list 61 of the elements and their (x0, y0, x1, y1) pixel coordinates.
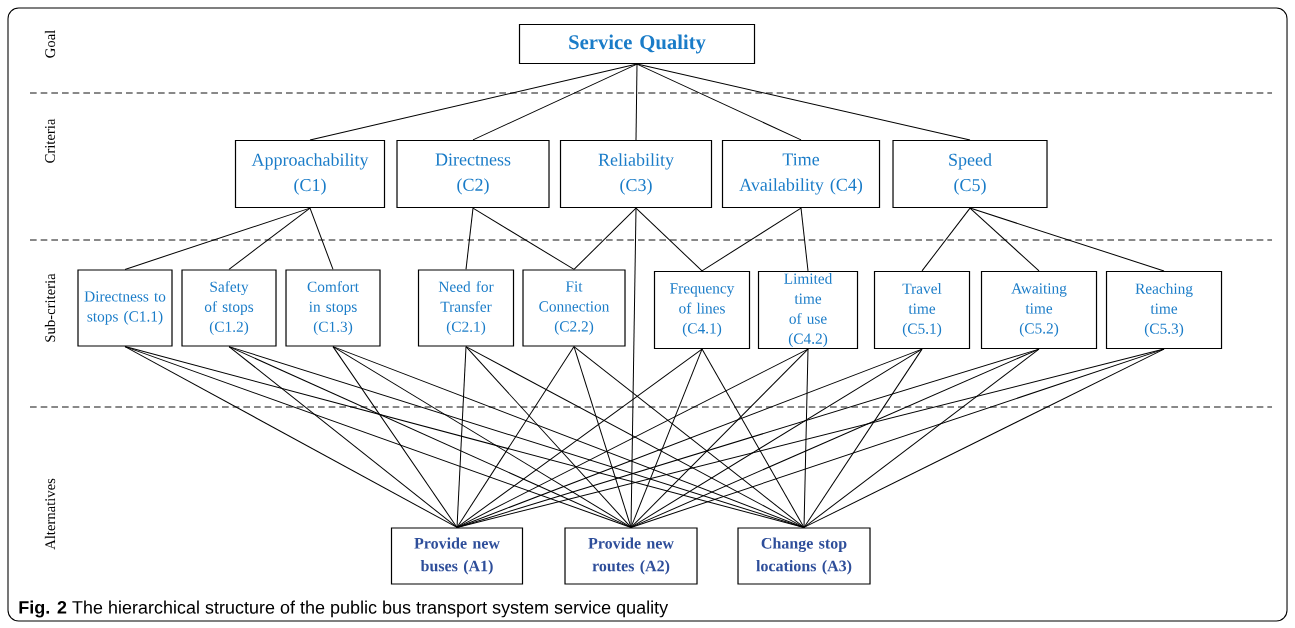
connector-line (332, 346, 458, 528)
alternative-box: Provide new buses (A1) (390, 527, 524, 585)
connector-line (456, 346, 575, 528)
connector-line (701, 207, 802, 272)
row-label: Goal (44, 30, 56, 58)
connector-line (630, 348, 703, 528)
row-label: Criteria (45, 118, 55, 163)
alternative-box: Change stop locations (A3) (737, 527, 871, 585)
connector-line (228, 207, 311, 270)
connector-line (124, 207, 311, 270)
connector-line (800, 207, 809, 272)
sub-criterion-box: Need for Transfer (C2.1) (417, 269, 515, 347)
sub-criterion-box: Travel time (C5.1) (873, 270, 971, 350)
criterion-box: Reliability (C3) (559, 139, 713, 209)
criterion-box: Approachability (C1) (234, 139, 386, 209)
sub-criterion-box: Fit Connection (C2.2) (522, 269, 626, 347)
criterion-box: Directness (C2) (396, 139, 550, 209)
alternative-box: Provide new routes (A2) (564, 527, 698, 585)
connector-line (332, 346, 632, 528)
connector-line (701, 348, 805, 528)
connector-line (803, 348, 809, 528)
connector-line (309, 207, 334, 270)
connector-line (636, 63, 802, 141)
connector-line (969, 207, 1040, 272)
connector-line (465, 346, 632, 528)
connector-line (309, 63, 638, 141)
connector-line (635, 63, 638, 141)
connector-line (969, 207, 1165, 272)
sub-criterion-box: Awaiting time (C5.2) (980, 270, 1098, 350)
sub-criterion-box: Limited time of use (C4.2) (757, 270, 859, 350)
connector-line (472, 63, 638, 141)
connector-line (573, 346, 632, 528)
sub-criterion-box: Directness to stops (C1.1) (77, 269, 173, 347)
row-label: Alternatives (44, 478, 56, 550)
criterion-box: Speed (C5) (892, 139, 1048, 209)
sub-criterion-box: Reaching time (C5.3) (1105, 270, 1223, 350)
connector-line (921, 207, 971, 272)
connector-line (630, 348, 1165, 528)
connector-line (803, 348, 923, 528)
criterion-box: Time Availability (C4) (721, 139, 881, 209)
connector-line (630, 348, 923, 528)
goal-box: Service Quality (518, 23, 756, 65)
caption: Fig. 2 The hierarchical structure of the public bus transport system service quality (19, 600, 669, 618)
connector-line (573, 207, 637, 270)
sub-criterion-box: Comfort in stops (C1.3) (285, 269, 381, 347)
connector-line (635, 207, 703, 272)
connector-line (228, 346, 458, 528)
connector-line (630, 348, 809, 528)
connector-line (636, 63, 971, 141)
connector-line (573, 346, 805, 528)
connector-line (456, 346, 467, 528)
connector-line (332, 346, 805, 528)
connector-line (803, 348, 1040, 528)
connector-line (465, 207, 474, 270)
row-label: Sub-criteria (44, 273, 56, 342)
connector-line (124, 346, 458, 528)
connector-line (630, 348, 1040, 528)
sub-criterion-box: Safety of stops (C1.2) (181, 269, 277, 347)
connector-line (472, 207, 575, 270)
connector-line (803, 348, 1165, 528)
sub-criterion-box: Frequency of lines (C4.1) (653, 270, 751, 350)
